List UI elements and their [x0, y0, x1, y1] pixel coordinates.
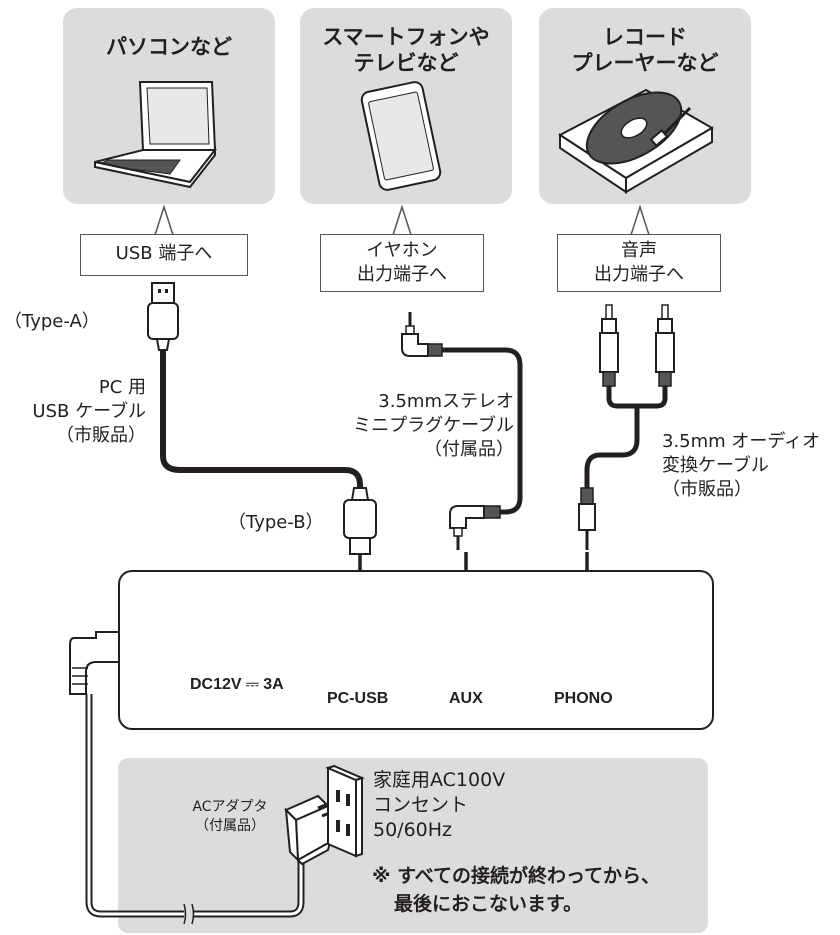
usb-cable-label-2: USB ケーブル [32, 401, 146, 422]
usb-type-a-label: （Type-A） [4, 311, 100, 332]
source-turntable-title-2: プレーヤーなど [571, 51, 719, 75]
aux-cable-label-2: ミニプラグケーブル [353, 415, 514, 436]
phono-cable [577, 304, 675, 598]
wall-outlet [325, 764, 365, 858]
callout-usb-text: USB 端子へ [115, 243, 213, 264]
source-turntable-title-1: レコード [603, 25, 687, 49]
callout-earphone-line2: 出力端子へ [357, 264, 447, 285]
adapter-label-2: （付属品） [195, 818, 265, 834]
connection-note-2: 最後におこないます。 [394, 893, 583, 915]
phono-port-label: PHONO [554, 690, 613, 707]
ac-adapter [284, 794, 353, 866]
callout-audio-out-line2: 出力端子へ [594, 264, 684, 285]
power-section [118, 758, 708, 933]
adapter-label: ACアダプタ （付属品） [182, 798, 278, 836]
connection-note: ※ すべての接続が終わってから、 最後におこないます。 [372, 862, 660, 918]
callout-usb: USB 端子へ [80, 234, 248, 276]
phono-cable-label-1: 3.5mm オーディオ [662, 431, 821, 452]
usb-cable [147, 282, 377, 596]
source-phone-title-1: スマートフォンや [322, 25, 490, 49]
callout-earphone: イヤホン 出力端子へ [320, 234, 484, 292]
source-pc-title: パソコンなど [106, 35, 232, 59]
outlet-label-2: コンセント [373, 794, 469, 816]
aux-cable-label-3: （付属品） [424, 439, 514, 460]
usb-cable-label-1: PC 用 [98, 377, 146, 398]
laptop-icon [94, 81, 218, 189]
pc-usb-port-label: PC-USB [327, 690, 389, 707]
phono-cable-label-2: 変換ケーブル [662, 455, 769, 476]
outlet-label-3: 50/60Hz [373, 819, 453, 841]
connection-note-1: ※ すべての接続が終わってから、 [372, 865, 661, 887]
callout-audio-out-line1: 音声 [621, 240, 657, 261]
usb-type-b-label: （Type-B） [228, 512, 324, 533]
aux-cable-label: 3.5mmステレオ ミニプラグケーブル （付属品） [353, 390, 514, 462]
callout-pointers [154, 204, 650, 236]
callout-audio-out: 音声 出力端子へ [557, 234, 721, 292]
smartphone-icon [360, 81, 442, 191]
aux-port-label: AUX [449, 690, 483, 707]
outlet-label-1: 家庭用AC100V [373, 769, 506, 791]
phono-cable-label: 3.5mm オーディオ 変換ケーブル （市販品） [662, 430, 820, 502]
phono-cable-label-3: （市販品） [662, 479, 752, 500]
usb-cable-label: PC 用 USB ケーブル （市販品） [32, 376, 146, 448]
adapter-label-1: ACアダプタ [192, 799, 268, 815]
callout-earphone-line1: イヤホン [366, 240, 438, 261]
aux-cable-label-1: 3.5mmステレオ [378, 391, 514, 412]
usb-cable-label-3: （市販品） [56, 425, 146, 446]
source-phone-title-2: テレビなど [353, 51, 459, 75]
rear-panel [118, 570, 714, 730]
source-phone-box: スマートフォンや テレビなど [300, 8, 512, 204]
dc-in-label: DC12V ⎓ 3A [190, 676, 284, 693]
aux-cable [401, 312, 523, 598]
outlet-label: 家庭用AC100V コンセント 50/60Hz [373, 768, 505, 843]
turntable-icon [558, 88, 714, 194]
